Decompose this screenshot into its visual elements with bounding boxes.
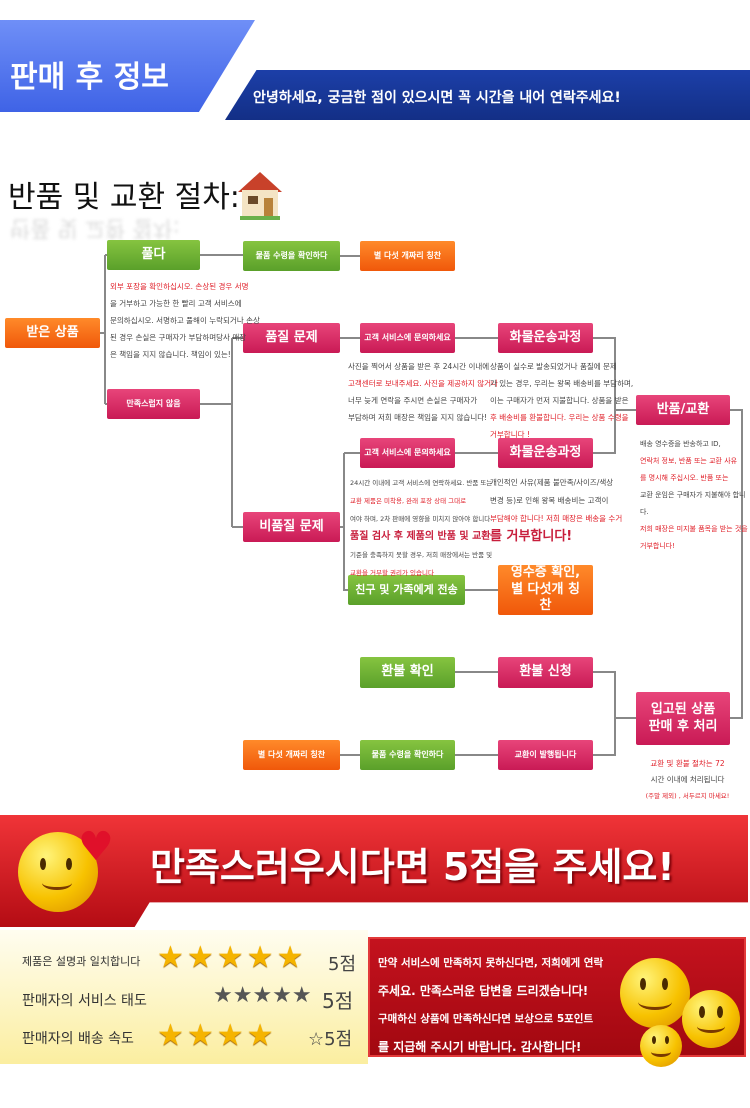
non-quality-issue-step: 비품질 문제	[243, 512, 340, 542]
greeting-text: 안녕하세요, 궁금한 점이 있으시면 꼭 시간을 내어 연락주세요!	[253, 90, 621, 106]
shipping-step: 화물운송과정	[498, 438, 593, 468]
refund-confirm-step: 환불 확인	[360, 657, 455, 688]
rating-score: 5점	[322, 989, 354, 1013]
quality-issue-step: 품질 문제	[243, 323, 340, 353]
exchange-issued-step: 교환이 발행됩니다	[498, 740, 593, 770]
contact-cs-step: 고객 서비스에 문의하세요	[360, 323, 455, 353]
confirm-receipt-step: 물품 수령을 확인하다	[360, 740, 455, 770]
section-title: 반품 및 교환 절차:	[8, 180, 240, 215]
return-exchange-step: 반품/교환	[636, 395, 730, 425]
header-title: 판매 후 정보	[10, 60, 169, 95]
rating-label: 판매자의 서비스 태도	[22, 993, 147, 1009]
contact-cs-step: 고객 서비스에 문의하세요	[360, 438, 455, 468]
greeting-bar: 안녕하세요, 궁금한 점이 있으시면 꼭 시간을 내어 연락주세요!	[225, 70, 750, 120]
refund-request-step: 환불 신청	[498, 657, 593, 688]
house-icon	[238, 172, 282, 220]
smiley-icon	[620, 958, 690, 1028]
star-rating-icon: ★★★★	[157, 1018, 277, 1053]
banner-text: 만족스러우시다면 5점을 주세요!	[150, 845, 675, 889]
smiley-heart-icon: ♥	[18, 824, 114, 912]
receipt-confirm-step: 영수증 확인, 별 다섯개 칭찬	[498, 565, 593, 615]
header-tab: 판매 후 정보	[0, 20, 255, 112]
five-star-step: 별 다섯 개짜리 칭찬	[360, 241, 455, 271]
smiley-icon	[682, 990, 740, 1048]
shipping-step: 화물운송과정	[498, 323, 593, 353]
five-star-step: 별 다섯 개짜리 칭찬	[243, 740, 340, 770]
unpack-step: 풀다	[107, 240, 200, 270]
flow-connectors	[100, 254, 743, 756]
unsatisfied-step: 만족스럽지 않음	[107, 389, 200, 419]
send-friends-step: 친구 및 가족에게 전송	[348, 575, 465, 605]
rating-score: 5점	[328, 954, 357, 975]
ratings-panel	[0, 930, 368, 1064]
rating-score: ☆5점	[308, 1029, 353, 1050]
received-goods-step: 받은 상품	[5, 318, 100, 348]
star-rating-icon: ★★★★★	[213, 983, 312, 1008]
confirm-receipt-step: 물품 수령을 확인하다	[243, 241, 340, 271]
rating-label: 판매자의 배송 속도	[22, 1031, 134, 1047]
star-rating-icon: ★★★★★	[157, 940, 307, 975]
received-goods-processing-step: 입고된 상품 판매 후 처리	[636, 692, 730, 745]
smiley-icon	[640, 1025, 682, 1067]
rating-label: 제품은 설명과 일치합니다	[22, 955, 141, 968]
